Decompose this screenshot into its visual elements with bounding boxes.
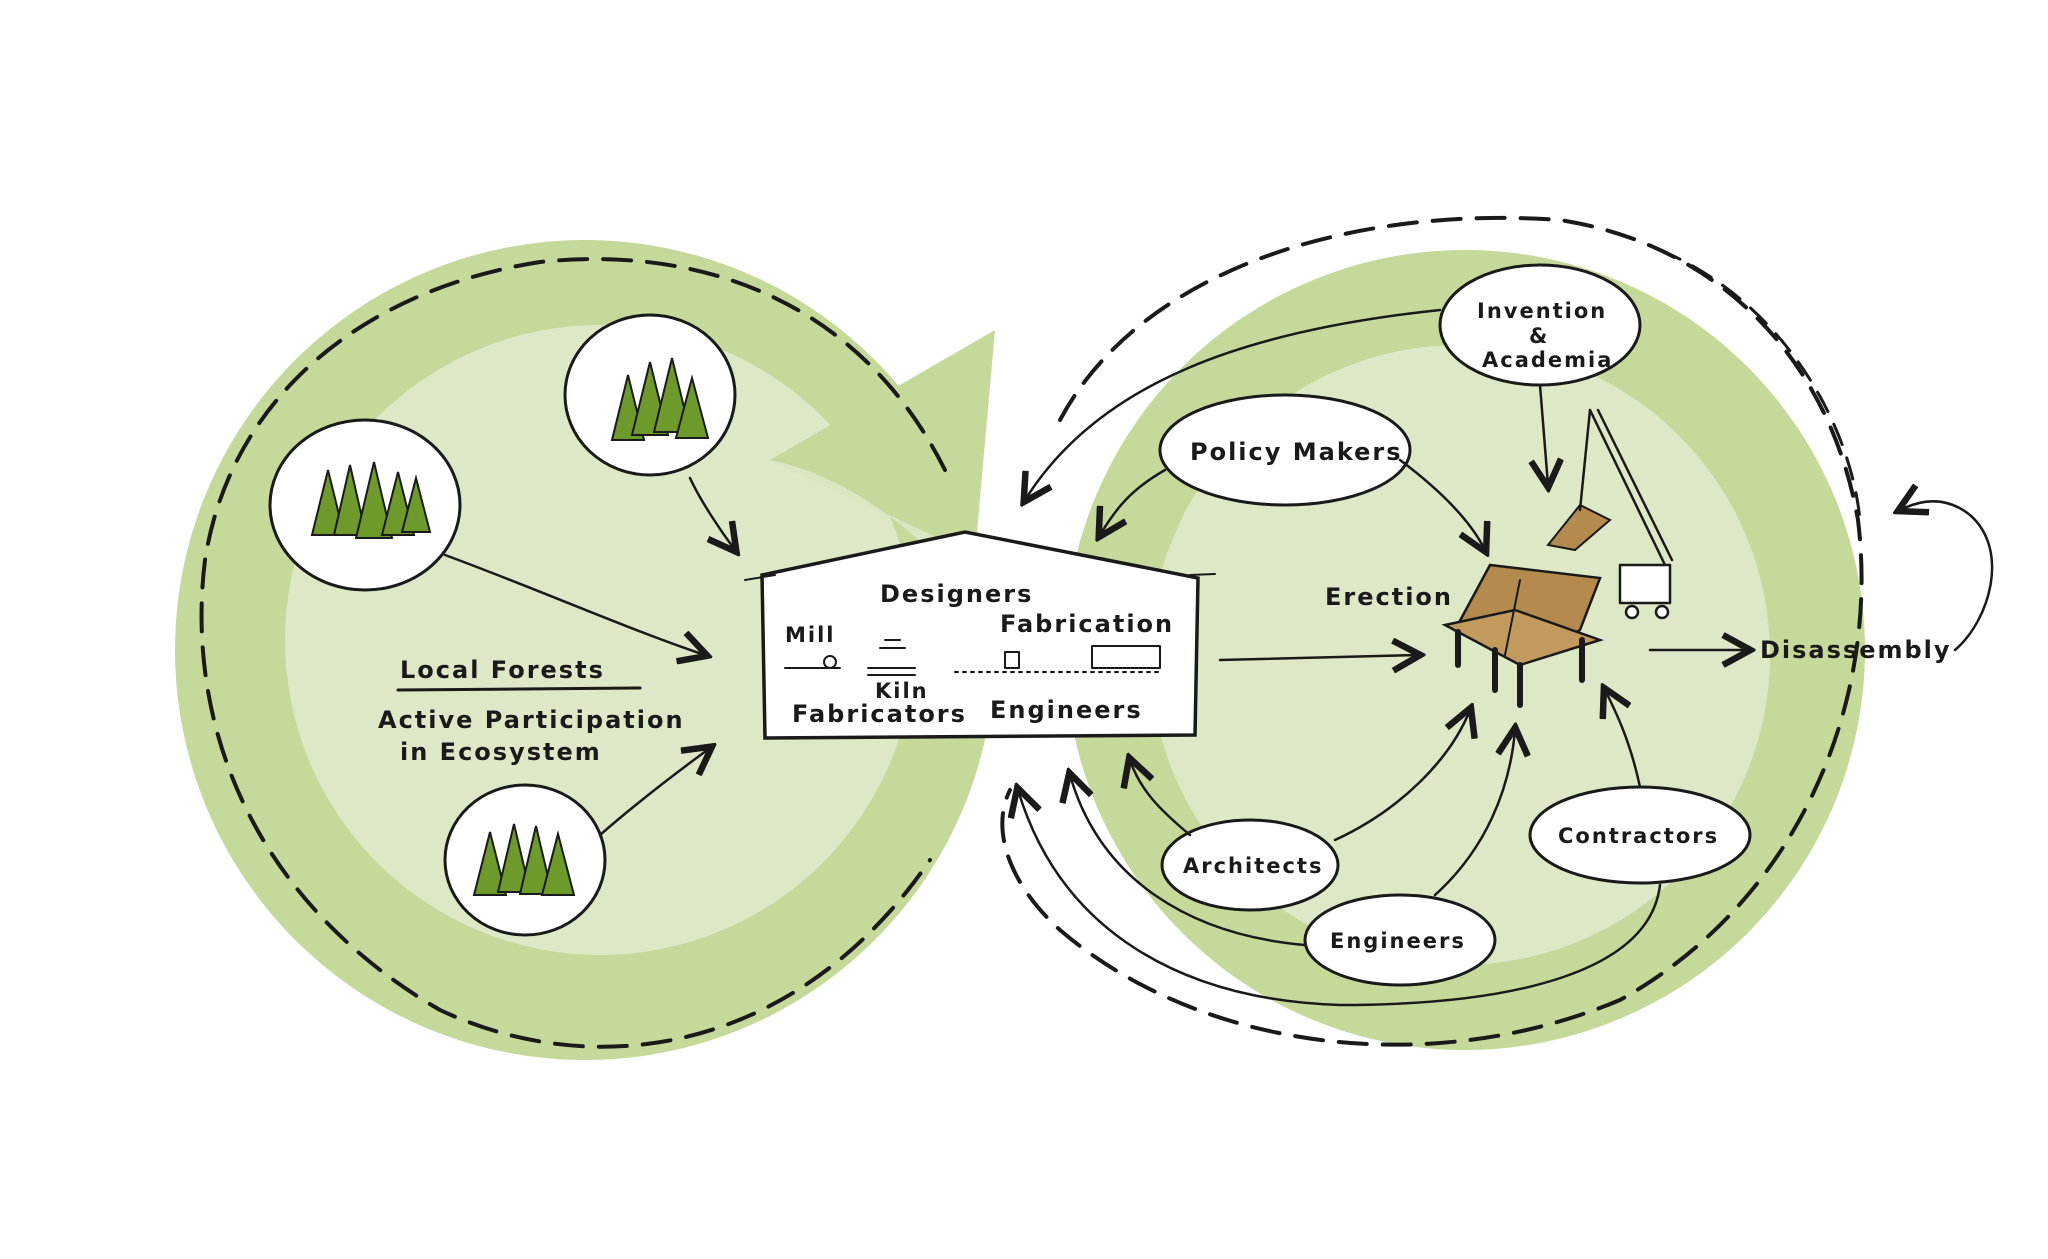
policy-makers-label: Policy Makers	[1190, 438, 1403, 466]
arrow-forest-top	[688, 476, 735, 550]
forest-bubble-left	[268, 418, 462, 592]
arrow-forest-bottom	[598, 748, 710, 837]
facility-kiln-label: Kiln	[875, 679, 929, 703]
left-dashed-boundary	[199, 257, 947, 1049]
bubble-contractors: Contractors	[1528, 785, 1752, 885]
timber-structure-icon	[1441, 408, 1674, 708]
left-cycle-arrowhead	[770, 330, 995, 555]
facility-building: Designers Fabrication Mill Kiln Fabricat…	[744, 530, 1216, 740]
academia-label: Academia	[1482, 348, 1613, 372]
arrow-policy-to-facility	[1100, 468, 1167, 535]
lifted-panel-icon	[1546, 503, 1612, 552]
arrow-invention-to-facility	[1025, 308, 1442, 500]
bubble-architects: Architects	[1160, 818, 1340, 912]
bubble-policy-makers: Policy Makers	[1158, 393, 1412, 507]
facility-engineers-label: Engineers	[990, 696, 1143, 724]
invention-amp: &	[1529, 324, 1549, 348]
left-cycle-arrow-body	[770, 460, 975, 560]
arrow-contractors-to-facility	[1018, 790, 1662, 1007]
arrow-engineers-to-structure	[1433, 730, 1515, 897]
engineers-bubble-label: Engineers	[1330, 929, 1466, 953]
arrow-policy-to-structure	[1398, 458, 1485, 550]
forest-bubble-top	[563, 313, 737, 477]
arrow-architects-to-structure	[1333, 710, 1470, 842]
crane-icon	[1578, 408, 1674, 620]
arrow-contractors-to-structure	[1605, 690, 1642, 789]
local-forests-subtitle-2: in Ecosystem	[400, 738, 602, 766]
right-dashed-boundary	[1000, 215, 1864, 1047]
arrow-disassembly-loop	[1900, 501, 1994, 652]
arrow-architects-to-facility	[1130, 760, 1192, 837]
contractors-label: Contractors	[1558, 824, 1719, 848]
facility-designers-label: Designers	[880, 580, 1033, 608]
local-forests-subtitle-1: Active Participation	[378, 706, 685, 734]
local-forests-title: Local Forests	[400, 656, 605, 684]
local-forests-underline	[396, 686, 642, 692]
bubble-invention-academia: Invention & Academia	[1438, 263, 1642, 387]
tree-cluster-icon	[310, 461, 432, 539]
forest-bubble-bottom	[443, 783, 607, 937]
facility-outline	[760, 530, 1200, 740]
tree-cluster-icon	[472, 823, 576, 896]
architects-label: Architects	[1183, 854, 1323, 878]
arrow-engineers-to-facility	[1070, 775, 1307, 947]
disassembly-label: Disassembly	[1760, 636, 1952, 664]
facility-mill-label: Mill	[785, 623, 836, 647]
tree-cluster-icon	[610, 357, 710, 441]
invention-label: Invention	[1477, 299, 1607, 323]
arrow-facility-to-erection	[1218, 655, 1418, 660]
bubble-engineers: Engineers	[1303, 893, 1497, 987]
facility-fabricators-label: Fabricators	[792, 700, 967, 728]
right-dashed-boundary-inner	[1658, 248, 1862, 522]
erection-label: Erection	[1325, 583, 1453, 611]
facility-fabrication-label: Fabrication	[1000, 610, 1174, 638]
arrow-invention-to-structure	[1540, 383, 1548, 485]
process-line-sketch	[784, 639, 1161, 676]
arrow-forest-left	[443, 553, 705, 655]
